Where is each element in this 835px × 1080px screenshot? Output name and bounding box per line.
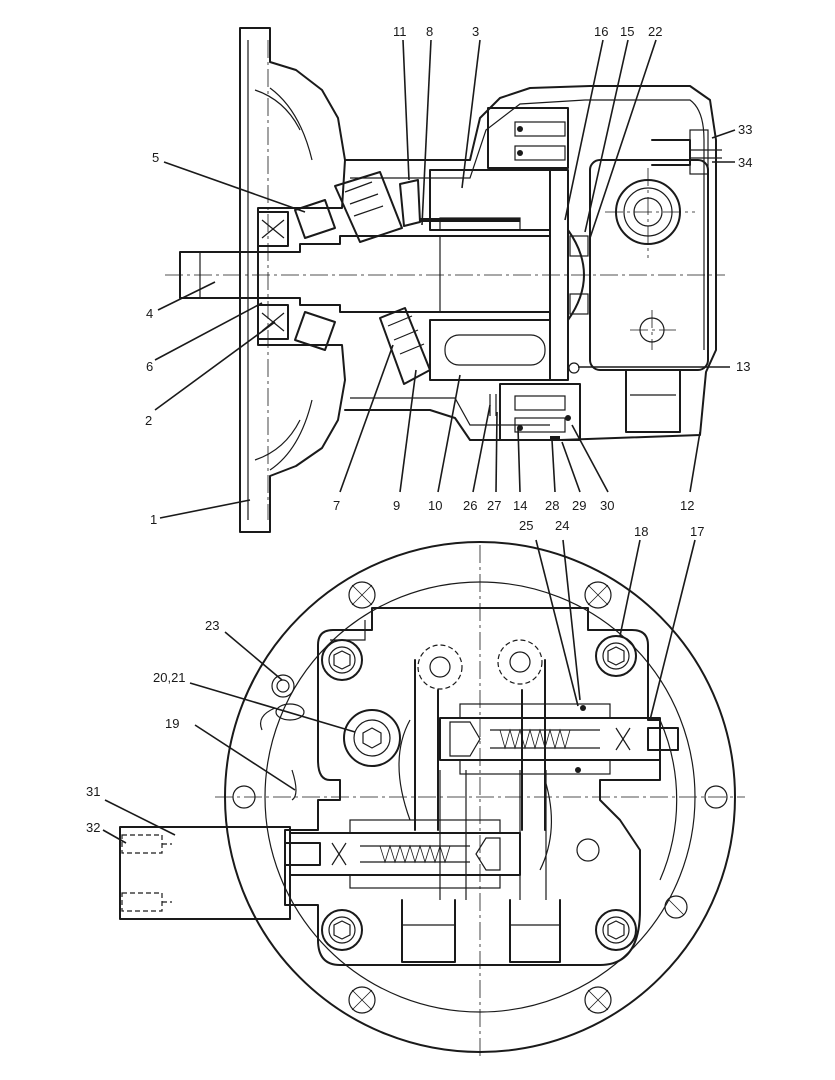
callout-25: 25: [519, 518, 533, 533]
bearing-rear: [294, 199, 336, 351]
valve-body: [284, 607, 661, 966]
callout-17: 17: [690, 524, 704, 539]
callout-32: 32: [86, 820, 100, 835]
brake-assembly-bottom: [499, 383, 581, 441]
callout-33: 33: [738, 122, 752, 137]
callout-5: 5: [152, 150, 159, 165]
callout-26: 26: [463, 498, 477, 513]
cap-bolt-upper-right: [595, 635, 637, 677]
callout-19: 19: [165, 716, 179, 731]
end-view: [119, 541, 745, 1060]
callout-12: 12: [680, 498, 694, 513]
callout-23: 23: [205, 618, 219, 633]
callout-14: 14: [513, 498, 527, 513]
callout-9: 9: [393, 498, 400, 513]
callout-7: 7: [333, 498, 340, 513]
flange-bolt-holes: [232, 581, 728, 1014]
callout-29: 29: [572, 498, 586, 513]
callout-27: 27: [487, 498, 501, 513]
callout-8: 8: [426, 24, 433, 39]
mounting-flange: [239, 27, 346, 533]
output-shaft: [179, 235, 551, 313]
callout-4: 4: [146, 306, 153, 321]
callout-11: 11: [393, 24, 407, 39]
relief-valve-lower: [284, 819, 521, 889]
callout-13: 13: [736, 359, 750, 374]
relief-valve-upper: [439, 703, 679, 775]
center-plug-20-21: [343, 709, 401, 767]
callout-1: 1: [150, 512, 157, 527]
callout-labels: 1 2 3 4 5 6 7 8 9 10 11 12 13 14 15 16 1…: [86, 24, 752, 835]
callout-28: 28: [545, 498, 559, 513]
callout-24: 24: [555, 518, 569, 533]
cap-bolt-upper-left: [321, 639, 363, 681]
valve-plate: [549, 169, 569, 381]
cap-bolt-lower-left: [321, 909, 363, 951]
callout-34: 34: [738, 155, 752, 170]
bearing-front: [257, 211, 289, 340]
callout-30: 30: [600, 498, 614, 513]
swash-plate: [334, 171, 403, 243]
motor-housing: [344, 85, 717, 441]
callout-10: 10: [428, 498, 442, 513]
callout-18: 18: [634, 524, 648, 539]
side-bracket-31: [119, 826, 291, 920]
callout-15: 15: [620, 24, 634, 39]
callout-16: 16: [594, 24, 608, 39]
callout-6: 6: [146, 359, 153, 374]
leader-lines: [102, 39, 736, 844]
valve-cover-12: [589, 159, 709, 371]
callout-20-21: 20,21: [153, 670, 186, 685]
cap-bolt-lower-right: [595, 909, 637, 951]
callout-31: 31: [86, 784, 100, 799]
brake-assembly-top: [487, 107, 569, 169]
callout-3: 3: [472, 24, 479, 39]
callout-2: 2: [145, 413, 152, 428]
callout-22: 22: [648, 24, 662, 39]
side-section-view: [165, 27, 725, 533]
